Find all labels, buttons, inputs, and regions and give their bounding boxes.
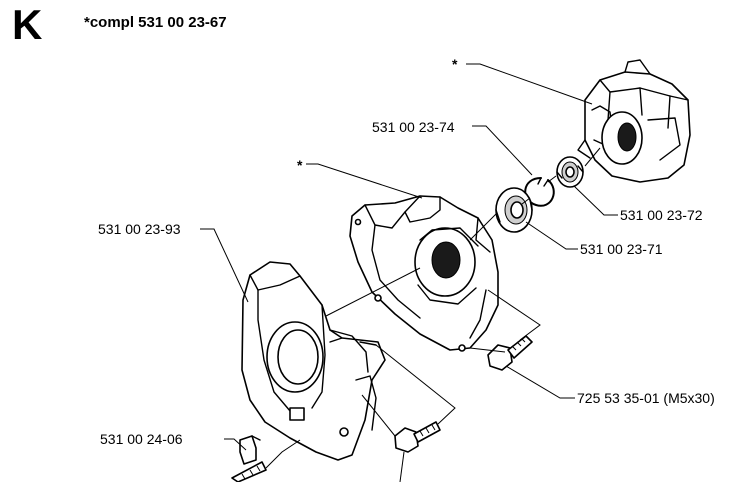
set-member-marker-middle: * [297,157,303,173]
crankcase-half-top [577,59,691,183]
callout-fan-housing: 531 00 23-93 [98,221,181,237]
assembly-axis-lines [265,147,601,469]
bearing-small-part [556,156,584,188]
callout-bearing-small: 531 00 23-72 [620,207,703,223]
callout-bearing-large: 531 00 23-71 [580,241,663,257]
callout-circlip: 531 00 23-74 [372,119,455,135]
bearing-large-part [495,187,533,233]
set-member-marker-top: * [452,56,458,72]
callout-screw: 725 53 35-01 (M5x30) [577,390,715,406]
crankcase-half-middle [349,195,499,352]
screw-bottom-part [394,421,441,453]
screw-right-part [487,335,533,371]
circlip-part [524,177,555,207]
leader-lines [200,63,618,482]
section-letter: K [12,1,43,48]
callout-clip: 531 00 24-06 [100,431,183,447]
complete-set-label: *compl 531 00 23-67 [84,14,227,31]
fan-housing-part [241,261,386,461]
clip-part [239,435,261,465]
screw-left-part [231,461,267,482]
